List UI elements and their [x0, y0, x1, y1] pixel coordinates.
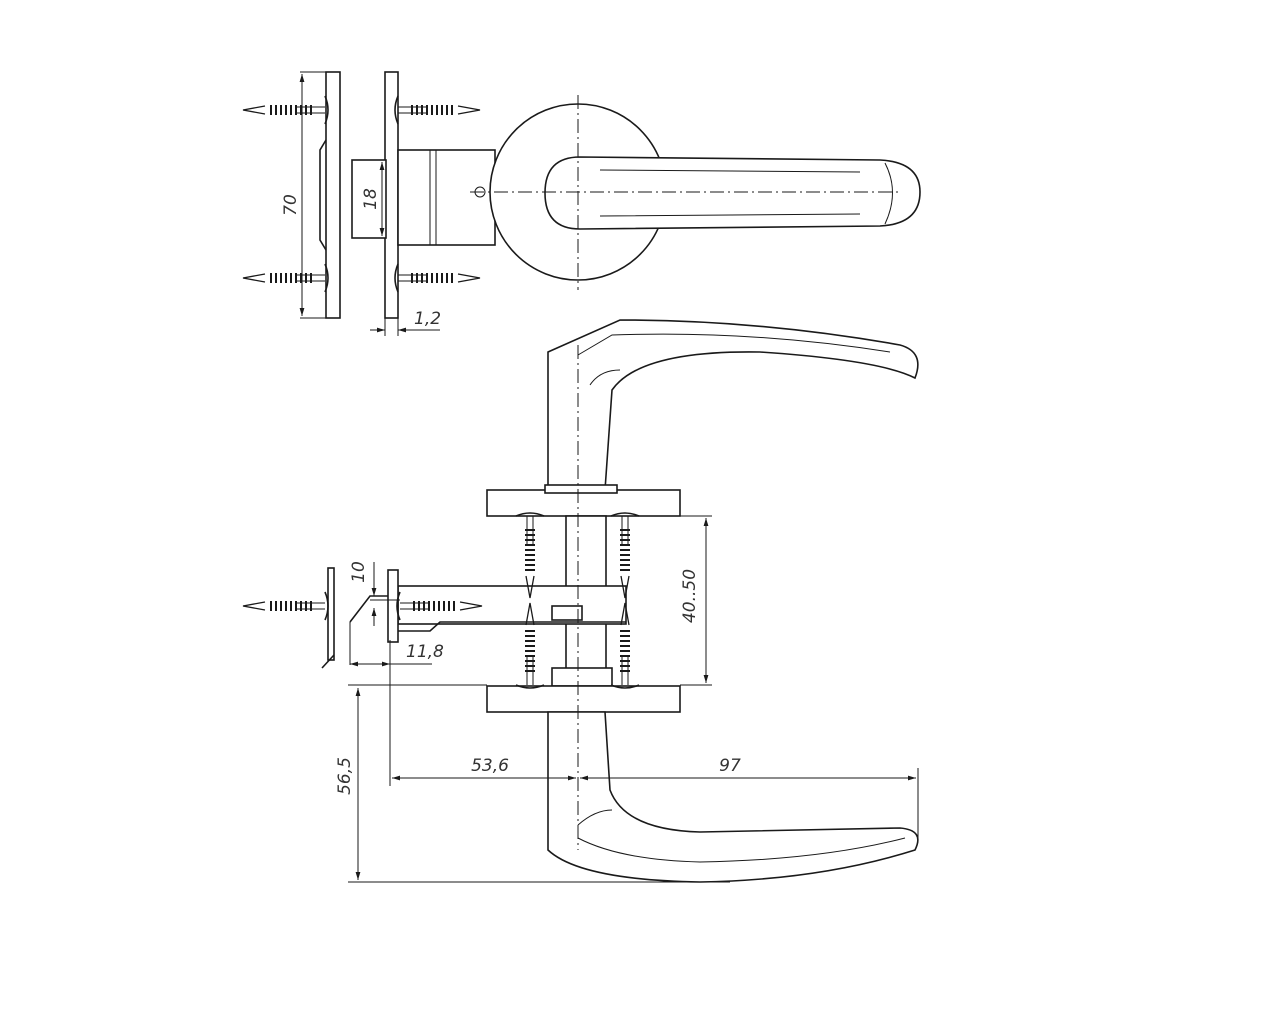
strike-plate-top — [300, 71, 341, 319]
dimension-40-50: 40..50 — [680, 515, 712, 686]
lower-lever — [547, 711, 919, 883]
dim-label-53-6: 53,6 — [471, 756, 509, 776]
dim-label-40-50: 40..50 — [680, 569, 700, 623]
lower-rosette — [486, 685, 681, 713]
dim-label-56-5: 56,5 — [335, 757, 355, 795]
dimension-1-2: 1,2 — [370, 309, 441, 336]
upper-rosette — [486, 484, 681, 517]
dimension-97: 97 — [580, 756, 919, 840]
upper-lever — [547, 319, 919, 491]
dim-label-1-2: 1,2 — [414, 309, 441, 329]
dimension-18: 18 — [361, 162, 385, 236]
latch-body — [349, 569, 627, 665]
dimension-10: 10 — [349, 561, 400, 626]
screw-icon — [394, 95, 481, 125]
screws — [242, 95, 640, 689]
dim-label-10: 10 — [349, 561, 369, 583]
lever-top — [544, 156, 921, 230]
screw-icon — [610, 512, 640, 599]
screw-icon — [242, 263, 329, 293]
dim-label-18: 18 — [361, 188, 381, 210]
screw-icon — [242, 95, 329, 125]
dimension-11-8: 11,8 — [350, 642, 444, 667]
screw-icon — [610, 602, 640, 689]
strike-plate-side — [321, 567, 335, 669]
dim-label-70: 70 — [281, 194, 301, 216]
screw-icon — [394, 263, 481, 293]
dim-label-97: 97 — [719, 756, 741, 776]
screw-icon — [242, 591, 329, 621]
screw-icon — [515, 602, 545, 689]
screw-icon — [515, 512, 545, 599]
dimension-53-6: 53,6 — [389, 640, 576, 786]
screw-icon — [396, 591, 483, 621]
dim-label-11-8: 11,8 — [406, 642, 444, 662]
dimension-56-5: 56,5 — [335, 684, 730, 883]
